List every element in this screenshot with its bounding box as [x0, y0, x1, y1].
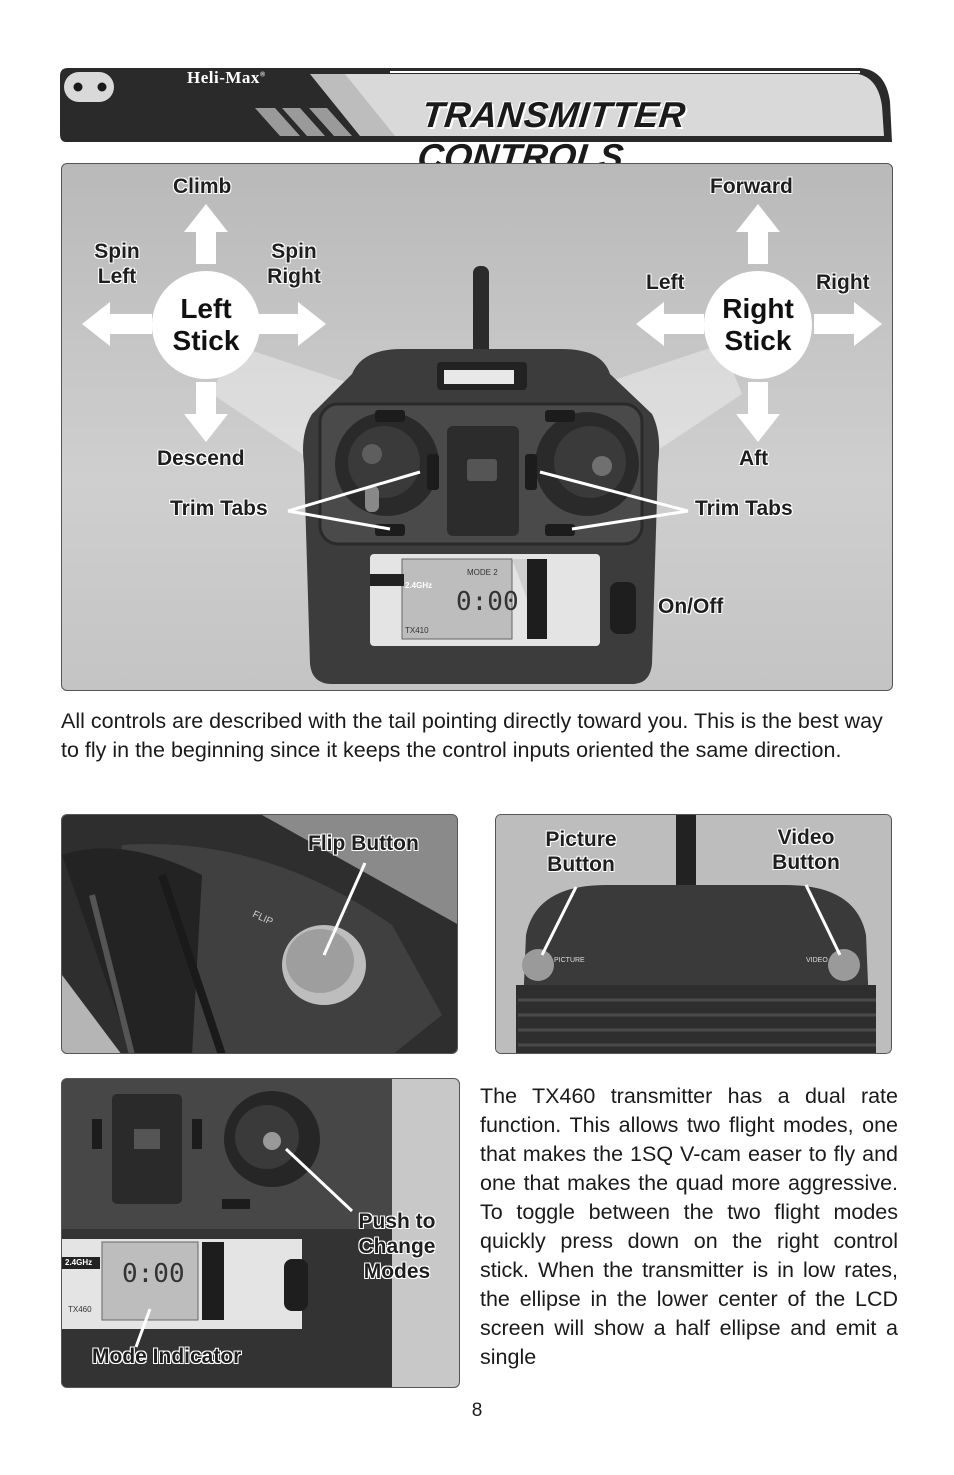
- video-illustration: [496, 815, 891, 1053]
- lcd-band-text: 2.4GHz: [405, 581, 433, 590]
- mode-lcd-digits: 0:00: [122, 1259, 185, 1289]
- label-descend: Descend: [157, 447, 245, 470]
- label-video-button: Video Button: [772, 826, 840, 875]
- video-printed-text: VIDEO: [806, 957, 828, 964]
- intro-paragraph: All controls are described with the tail…: [61, 709, 883, 762]
- label-right: Right: [816, 271, 870, 294]
- label-spin-right: Spin Right: [267, 240, 321, 289]
- picture-printed-text: PICTURE: [554, 957, 585, 964]
- label-trim-tabs-left: Trim Tabs: [170, 497, 268, 520]
- label-push-to-change-modes: Push to Change Modes: [358, 1210, 436, 1284]
- label-mode-indicator: Mode Indicator: [92, 1345, 242, 1368]
- transmitter-controls-photo: Left Stick Right Stick Climb Spin Left S…: [61, 163, 893, 691]
- page-number: 8: [471, 1400, 483, 1421]
- transmitter-illustration: [82, 204, 882, 684]
- right-stick-badge: Right Stick: [704, 271, 812, 379]
- label-spin-left: Spin Left: [94, 240, 140, 289]
- mode-illustration: [62, 1079, 459, 1387]
- lcd-digits: 0:00: [456, 587, 519, 617]
- mode-lcd-band: 2.4GHz: [65, 1258, 93, 1267]
- page-header: Heli-Max® TRANSMITTER CONTROLS: [60, 62, 894, 177]
- label-on-off: On/Off: [658, 595, 724, 618]
- mode-indicator-photo: Push to Change Modes Mode Indicator 2.4G…: [61, 1078, 460, 1388]
- mode-model-text: TX460: [68, 1305, 92, 1314]
- label-forward: Forward: [710, 175, 793, 198]
- left-stick-badge: Left Stick: [152, 271, 260, 379]
- label-flip-button: Flip Button: [308, 832, 419, 855]
- header-blade-graphic: [60, 68, 892, 142]
- picture-video-button-photo: Picture Button Video Button PICTURE VIDE…: [495, 814, 892, 1054]
- dual-rate-paragraph: The TX460 transmitter has a dual rate fu…: [480, 1084, 898, 1369]
- label-trim-tabs-right: Trim Tabs: [695, 497, 793, 520]
- label-aft: Aft: [739, 447, 769, 470]
- model-text: TX410: [405, 626, 429, 635]
- lcd-mode-text: MODE 2: [467, 568, 498, 577]
- label-picture-button: Picture Button: [545, 828, 617, 877]
- brand-logo: Heli-Max®: [187, 68, 266, 87]
- flip-button-photo: Flip Button FLIP: [61, 814, 458, 1054]
- flip-illustration: [62, 815, 457, 1053]
- label-left: Left: [646, 271, 685, 294]
- label-climb: Climb: [173, 175, 232, 198]
